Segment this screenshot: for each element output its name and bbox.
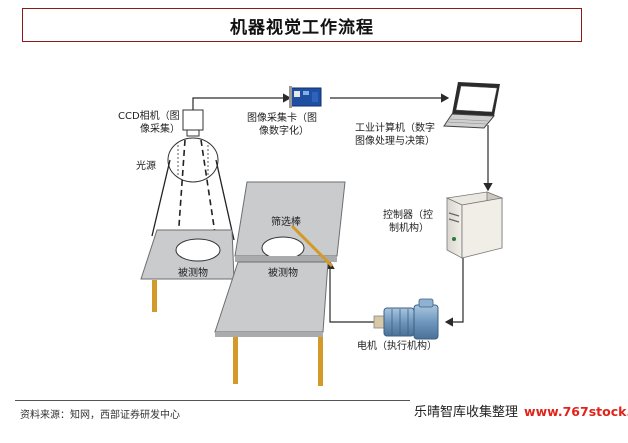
capture-card-label-line2: 像数字化）	[259, 124, 309, 137]
camera-label-line2: 像采集）	[140, 122, 180, 135]
table-right-front	[214, 261, 329, 386]
arrow-controller-to-motor	[444, 257, 464, 327]
object-label-left: 被测物	[178, 266, 208, 279]
controller-label-line1: 控制器（控	[383, 208, 433, 221]
motor-label: 电机（执行机构）	[357, 339, 437, 352]
watermark: 乐晴智库收集整理 www.767stock.co	[414, 401, 628, 420]
computer-label-line1: 工业计算机（数字	[355, 121, 435, 134]
computer-label-line2: 图像处理与决策）	[355, 134, 435, 147]
watermark-text: 乐晴智库收集整理	[414, 405, 519, 420]
watermark-url: www.767stock.co	[524, 404, 628, 419]
ccd-camera	[182, 109, 204, 137]
source-note: 资料来源：知网，西部证券研发中心	[20, 410, 180, 421]
flow-arrows	[192, 93, 493, 327]
controller-icon	[445, 191, 504, 259]
motor-icon	[373, 298, 439, 340]
sorter-rod	[290, 224, 334, 268]
computer-icon	[443, 82, 500, 129]
arrow-motor-to-table	[325, 260, 384, 323]
object-label-right: 被测物	[268, 266, 298, 279]
title-box: 机器视觉工作流程	[22, 8, 582, 42]
capture-card-icon	[289, 86, 322, 108]
camera-field-lines	[151, 139, 235, 241]
footer-rule	[15, 400, 410, 401]
capture-card-label-line1: 图像采集卡（图	[247, 111, 317, 124]
controller-label-line2: 制机构）	[389, 221, 429, 234]
sorter-label: 筛选棒	[271, 215, 301, 228]
light-source	[167, 137, 219, 183]
page-title: 机器视觉工作流程	[230, 17, 374, 38]
camera-label-line1: CCD相机（图	[118, 109, 180, 122]
arrow-camera-to-card	[192, 93, 292, 110]
light-label: 光源	[136, 159, 156, 172]
